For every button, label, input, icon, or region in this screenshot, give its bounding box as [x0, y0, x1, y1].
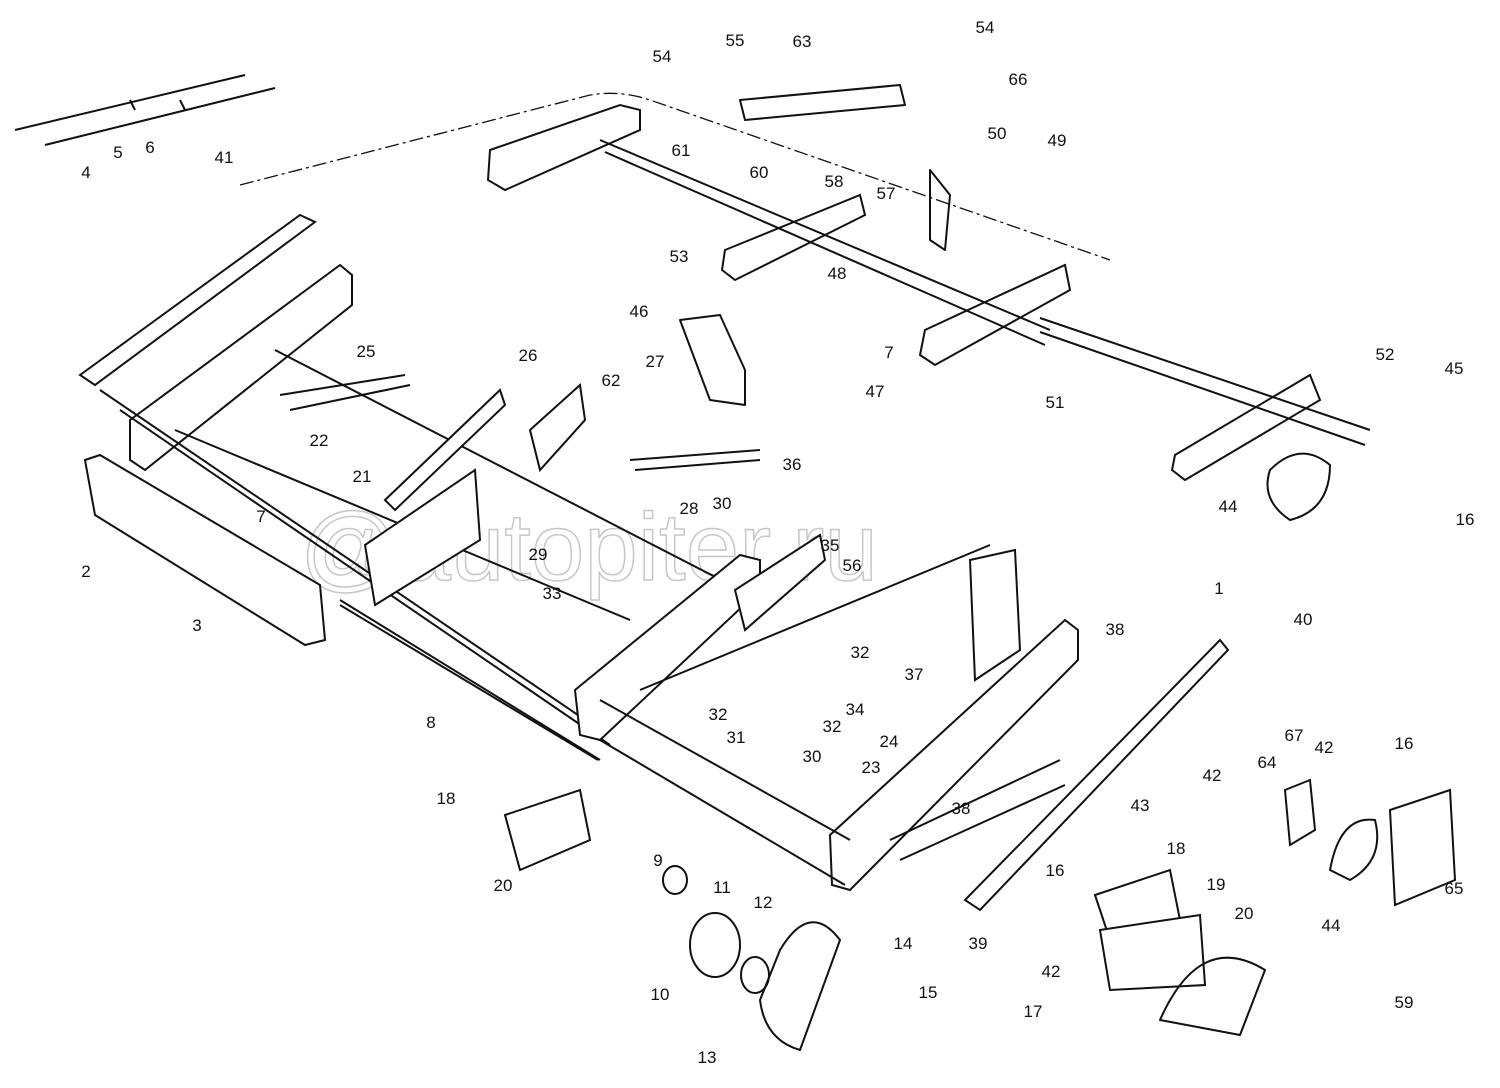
part-label: 29	[529, 545, 548, 564]
part-label: 44	[1219, 497, 1238, 516]
part-label: 60	[750, 163, 769, 182]
part-label: 6	[145, 138, 154, 157]
main-frame	[78, 213, 1230, 912]
part-label: 18	[1167, 839, 1186, 858]
part-label: 8	[426, 713, 435, 732]
part-label: 21	[353, 467, 372, 486]
part-label: 30	[803, 747, 822, 766]
part-label: 27	[646, 352, 665, 371]
part-label: 48	[828, 264, 847, 283]
rear-lift-frame	[239, 92, 1371, 482]
part-label: 51	[1046, 393, 1065, 412]
part-label: 57	[877, 184, 896, 203]
part-label: 9	[653, 851, 662, 870]
part-label: 56	[843, 556, 862, 575]
part-label: 61	[672, 141, 691, 160]
part-label: 26	[519, 346, 538, 365]
part-label: 40	[1294, 610, 1313, 629]
part-label: 7	[884, 343, 893, 362]
part-label: 63	[793, 32, 812, 51]
part-label: 23	[862, 758, 881, 777]
part-label: 5	[113, 143, 122, 162]
part-label: 42	[1203, 766, 1222, 785]
part-label: 38	[952, 799, 971, 818]
part-label: 33	[543, 584, 562, 603]
part-label: 41	[215, 148, 234, 167]
part-label: 32	[709, 705, 728, 724]
part-label: 31	[727, 728, 746, 747]
part-label: 37	[905, 665, 924, 684]
part-label: 65	[1445, 879, 1464, 898]
part-label: 22	[310, 431, 329, 450]
part-label: 2	[81, 562, 90, 581]
part-label: 32	[851, 643, 870, 662]
part-label: 11	[713, 878, 731, 897]
part-label: 19	[1207, 875, 1226, 894]
part-label: 44	[1322, 916, 1341, 935]
part-label: 10	[651, 985, 670, 1004]
attachments	[14, 74, 1457, 1051]
part-label: 45	[1445, 359, 1464, 378]
part-labels: 54 55 63 54 66 50 49 41 4 5 6 61 60 58 5…	[81, 18, 1474, 1067]
part-label: 20	[1235, 904, 1254, 923]
part-label: 55	[726, 31, 745, 50]
part-label: 15	[919, 983, 938, 1002]
part-label: 18	[437, 789, 456, 808]
part-label: 47	[866, 382, 885, 401]
part-label: 30	[713, 494, 732, 513]
part-label: 16	[1456, 510, 1475, 529]
part-label: 58	[825, 172, 844, 191]
part-label: 53	[670, 247, 689, 266]
part-label: 20	[494, 876, 513, 895]
part-label: 66	[1009, 70, 1028, 89]
part-label: 16	[1046, 861, 1065, 880]
part-label: 7	[256, 507, 265, 526]
part-label: 16	[1395, 734, 1414, 753]
part-label: 50	[988, 124, 1007, 143]
part-label: 17	[1024, 1002, 1043, 1021]
part-label: 52	[1376, 345, 1395, 364]
part-label: 34	[846, 700, 865, 719]
part-label: 64	[1258, 753, 1277, 772]
part-label: 42	[1315, 738, 1334, 757]
part-label: 3	[192, 616, 201, 635]
part-label: 49	[1048, 131, 1067, 150]
part-label: 4	[81, 163, 90, 182]
part-label: 62	[602, 371, 621, 390]
part-label: 13	[698, 1048, 717, 1067]
part-label: 46	[630, 302, 649, 321]
part-label: 59	[1395, 993, 1414, 1012]
part-label: 24	[880, 732, 899, 751]
part-label: 36	[783, 455, 802, 474]
part-label: 35	[821, 536, 840, 555]
part-label: 25	[357, 342, 376, 361]
part-label: 39	[969, 934, 988, 953]
part-label: 1	[1214, 579, 1223, 598]
part-label: 43	[1131, 796, 1150, 815]
part-label: 54	[653, 47, 672, 66]
part-label: 42	[1042, 962, 1061, 981]
part-label: 38	[1106, 620, 1125, 639]
part-label: 12	[754, 893, 773, 912]
part-label: 67	[1285, 726, 1304, 745]
part-label: 32	[823, 717, 842, 736]
part-label: 54	[976, 18, 995, 37]
part-label: 14	[894, 934, 913, 953]
part-label: 28	[680, 499, 699, 518]
